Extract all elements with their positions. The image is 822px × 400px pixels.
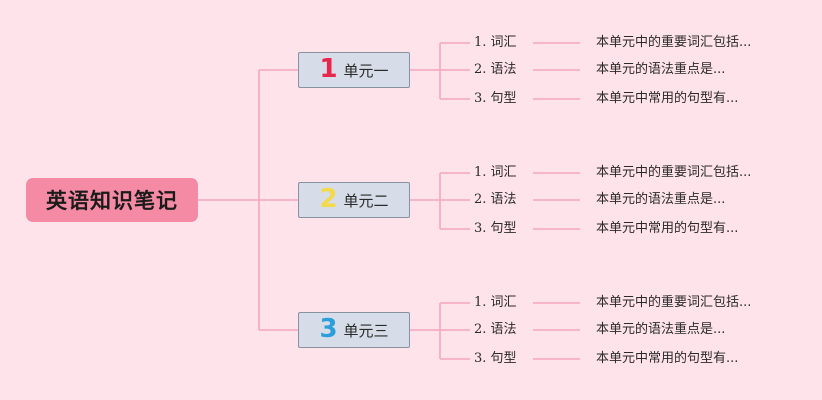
topic-description[interactable]: 本单元中常用的句型有...: [596, 351, 739, 366]
unit-label: 单元三: [343, 321, 389, 340]
topic-description[interactable]: 本单元中的重要词汇包括...: [596, 35, 752, 50]
unit-node[interactable]: 2 单元二: [298, 182, 410, 218]
topic-label[interactable]: 2. 语法: [474, 192, 517, 207]
topic-label[interactable]: 1. 词汇: [474, 165, 517, 180]
topic-label[interactable]: 3. 句型: [474, 91, 517, 106]
topic-label[interactable]: 2. 语法: [474, 62, 517, 77]
root-title: 英语知识笔记: [46, 189, 178, 213]
root-node[interactable]: 英语知识笔记: [26, 178, 198, 222]
topic-description[interactable]: 本单元的语法重点是...: [596, 192, 726, 207]
unit-label: 单元一: [343, 61, 389, 80]
unit-node[interactable]: 1 单元一: [298, 52, 410, 88]
topic-label[interactable]: 1. 词汇: [474, 295, 517, 310]
unit-node[interactable]: 3 单元三: [298, 312, 410, 348]
unit-number-badge: 3: [319, 314, 338, 344]
topic-description[interactable]: 本单元中的重要词汇包括...: [596, 165, 752, 180]
topic-label[interactable]: 3. 句型: [474, 221, 517, 236]
topic-description[interactable]: 本单元中常用的句型有...: [596, 221, 739, 236]
topic-label[interactable]: 3. 句型: [474, 351, 517, 366]
topic-description[interactable]: 本单元的语法重点是...: [596, 62, 726, 77]
topic-description[interactable]: 本单元的语法重点是...: [596, 322, 726, 337]
unit-label: 单元二: [343, 191, 389, 210]
unit-number-badge: 1: [319, 54, 338, 84]
topic-description[interactable]: 本单元中的重要词汇包括...: [596, 295, 752, 310]
topic-label[interactable]: 2. 语法: [474, 322, 517, 337]
topic-label[interactable]: 1. 词汇: [474, 35, 517, 50]
topic-description[interactable]: 本单元中常用的句型有...: [596, 91, 739, 106]
unit-number-badge: 2: [319, 184, 338, 214]
